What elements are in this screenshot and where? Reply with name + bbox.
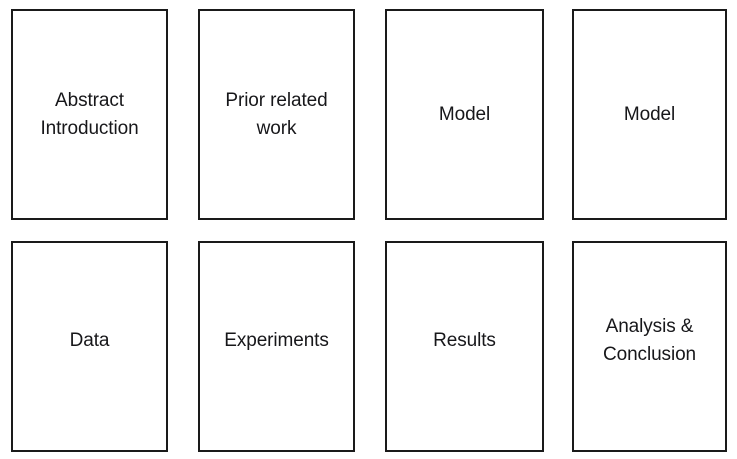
section-box-data[interactable]: Data [11, 241, 168, 452]
section-label-data: Data [69, 329, 110, 351]
section-label-results: Results [433, 329, 496, 351]
section-box-model-2[interactable]: Model [572, 9, 727, 220]
section-box-results[interactable]: Results [385, 241, 544, 452]
section-box-model-1[interactable]: Model [385, 9, 544, 220]
section-label-abstract-introduction: Abstract Introduction [40, 89, 139, 139]
section-label-analysis-conclusion: Analysis & Conclusion [603, 315, 696, 365]
section-label-model-1: Model [438, 103, 491, 125]
section-box-analysis-conclusion[interactable]: Analysis & Conclusion [572, 241, 727, 452]
section-box-abstract-introduction[interactable]: Abstract Introduction [11, 9, 168, 220]
section-box-experiments[interactable]: Experiments [198, 241, 355, 452]
section-box-prior-related-work[interactable]: Prior related work [198, 9, 355, 220]
section-label-experiments: Experiments [224, 329, 329, 351]
section-label-prior-related-work: Prior related work [225, 89, 328, 139]
section-label-model-2: Model [623, 103, 676, 125]
